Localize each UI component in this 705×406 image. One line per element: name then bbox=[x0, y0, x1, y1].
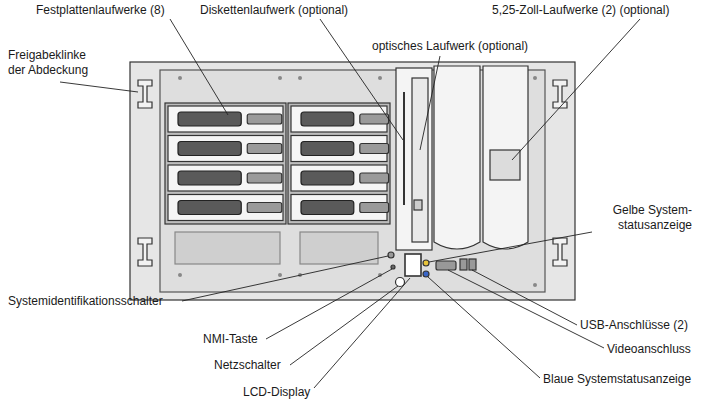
blank-panel bbox=[300, 232, 378, 264]
bay-525 bbox=[483, 66, 528, 249]
hard-drive bbox=[168, 165, 283, 191]
callout-label: NMI-Taste bbox=[203, 332, 258, 347]
callout-label: Systemidentifikationsschalter bbox=[8, 294, 163, 309]
amber-led bbox=[423, 260, 429, 266]
hard-drive bbox=[168, 136, 283, 162]
sysid-button bbox=[388, 252, 394, 258]
nmi-button bbox=[391, 265, 395, 269]
optical-drive bbox=[412, 78, 428, 242]
video-port bbox=[436, 261, 456, 270]
eject-button bbox=[414, 200, 422, 210]
usb-port bbox=[469, 259, 476, 270]
front-panel bbox=[130, 62, 575, 300]
usb-port bbox=[460, 259, 467, 270]
optical-bay bbox=[396, 68, 432, 250]
diskette-slot bbox=[403, 92, 405, 205]
hard-drive bbox=[168, 106, 283, 132]
drive-cage bbox=[288, 103, 390, 224]
drive-cage bbox=[165, 103, 286, 224]
power-button bbox=[396, 278, 405, 287]
blank-panel bbox=[175, 232, 280, 264]
callout-label: USB-Anschlüsse (2) bbox=[580, 318, 688, 333]
callout-label: Gelbe System- statusanzeige bbox=[588, 203, 692, 233]
hard-drive bbox=[168, 195, 283, 221]
blue-led bbox=[423, 271, 429, 277]
hard-drive bbox=[291, 106, 389, 132]
screws bbox=[178, 76, 537, 287]
bay-525 bbox=[434, 66, 480, 249]
hard-drive bbox=[291, 165, 389, 191]
callout-label: Freigabeklinke der Abdeckung bbox=[8, 48, 100, 78]
callout-label: LCD-Display bbox=[243, 385, 310, 400]
hard-drive bbox=[291, 195, 389, 221]
callout-label: Videoanschluss bbox=[607, 342, 691, 357]
callout-label: Diskettenlaufwerk (optional) bbox=[200, 3, 348, 18]
bay-cover bbox=[490, 150, 520, 180]
hard-drive bbox=[291, 136, 389, 162]
leader-lines bbox=[60, 19, 640, 388]
callout-label: 5,25-Zoll-Laufwerke (2) (optional) bbox=[492, 3, 669, 18]
callout-label: optisches Laufwerk (optional) bbox=[372, 39, 528, 54]
lcd-display bbox=[405, 254, 421, 276]
callout-label: Blaue Systemstatusanzeige bbox=[543, 372, 691, 387]
callout-label: Festplattenlaufwerke (8) bbox=[36, 3, 165, 18]
callout-label: Netzschalter bbox=[214, 358, 281, 373]
